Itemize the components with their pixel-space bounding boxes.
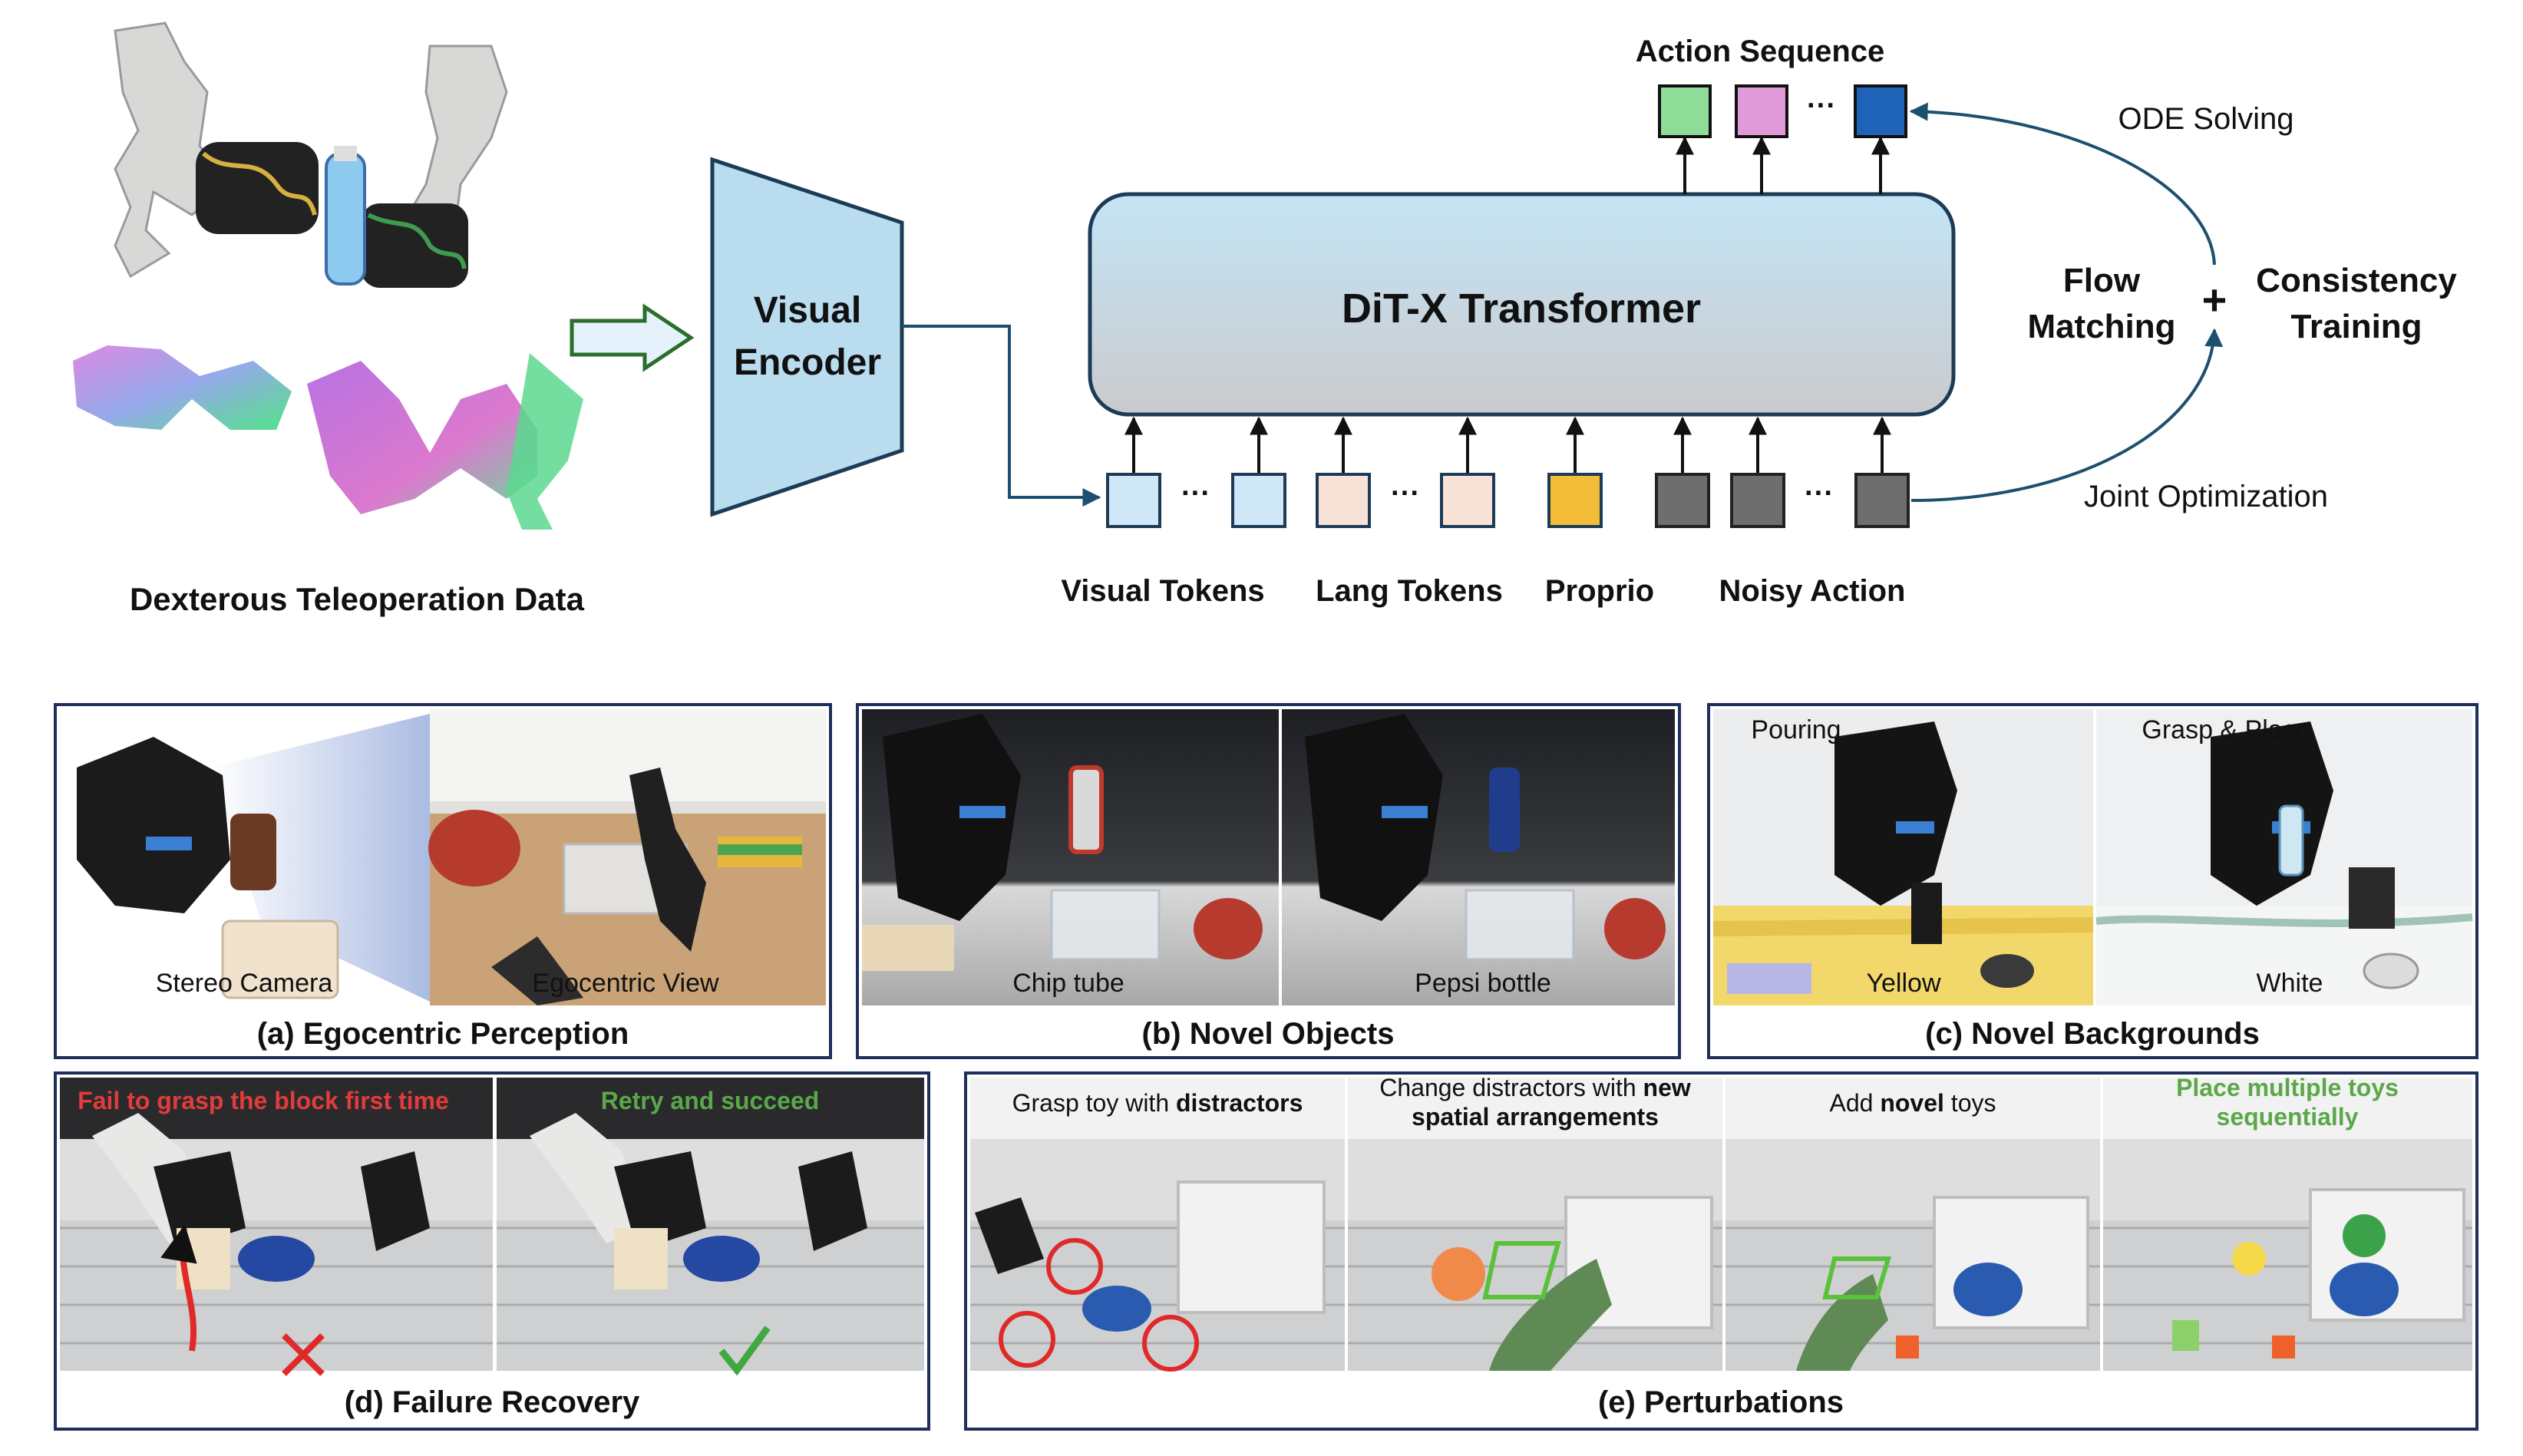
action-token-pink xyxy=(1735,84,1788,138)
teleop-caption: Dexterous Teleoperation Data xyxy=(130,581,585,617)
action-ellipsis: ··· xyxy=(1807,90,1836,122)
panel-e-label-arrangements-new: new xyxy=(1643,1074,1691,1101)
panel-novel-backgrounds: Pouring Grasp & Place Yellow White (c) N… xyxy=(1707,703,2478,1059)
panel-d-label-fail: Fail to grasp the block first time xyxy=(78,1087,449,1114)
visual-tokens-ellipsis: ··· xyxy=(1181,477,1210,510)
joint-optimization-arrow xyxy=(1910,328,2224,502)
panel-e-label-novel-post: toys xyxy=(1944,1089,1996,1117)
panel-d-image-fail xyxy=(60,1078,493,1376)
action-sequence-label: Action Sequence xyxy=(1636,35,1885,68)
encoder-to-tokens-arrow xyxy=(902,325,1101,507)
panel-perturbations: Grasp toy with distractors Change distra… xyxy=(964,1071,2478,1431)
flow-matching-label-line1: Flow xyxy=(2063,262,2141,299)
consistency-training-label-line1: Consistency xyxy=(2256,262,2457,299)
panel-e-label-arrangements-line1: Change distractors with new xyxy=(1379,1074,1691,1101)
panel-e-label-multiple-line2: sequentially xyxy=(2217,1103,2359,1131)
panel-c-label-grasp-place: Grasp & Place xyxy=(2142,715,2310,745)
data-to-encoder-arrow xyxy=(570,303,695,372)
panel-e-label-novel-pre: Add xyxy=(1830,1089,1881,1117)
lang-tokens-ellipsis: ··· xyxy=(1391,477,1420,510)
panel-e-image-multiple-toys xyxy=(2103,1078,2472,1371)
proprio-token xyxy=(1547,416,1603,528)
token-group-label-noisy: Noisy Action xyxy=(1719,574,1906,608)
panel-e-label-arrangements-line2: spatial arrangements xyxy=(1412,1103,1659,1131)
panel-b-image-chip-tube xyxy=(862,709,1279,1005)
ode-solving-arrow xyxy=(1909,102,2216,266)
noisy-action-tokens: ··· xyxy=(1655,416,1910,528)
panel-b-caption: (b) Novel Objects xyxy=(1142,1017,1395,1051)
panel-d-image-success xyxy=(497,1078,924,1376)
panel-a-caption: (a) Egocentric Perception xyxy=(257,1017,629,1051)
ode-solving-label: ODE Solving xyxy=(2118,102,2294,136)
panel-e-image-new-arrangements xyxy=(1348,1078,1722,1371)
flow-matching-label-line2: Matching xyxy=(2027,308,2175,345)
plus-sign: + xyxy=(2202,276,2227,324)
visual-encoder: Visual Encoder xyxy=(710,157,904,517)
visual-tokens: ··· xyxy=(1106,416,1286,528)
consistency-training-label-line2: Training xyxy=(2290,308,2422,345)
noisy-tokens-ellipsis: ··· xyxy=(1805,477,1834,510)
panel-c-label-yellow: Yellow xyxy=(1866,969,1940,998)
pipeline: Dexterous Teleoperation Data Visual Enco… xyxy=(73,21,2457,617)
panel-egocentric-perception: Stereo Camera Egocentric View (a) Egocen… xyxy=(54,703,832,1059)
panel-e-label-distractors: Grasp toy with distractors xyxy=(1012,1089,1303,1117)
panel-a-label-egocentric-view: Egocentric View xyxy=(532,969,719,998)
panel-e-label-novel-toys: Add novel toys xyxy=(1830,1089,1996,1117)
panel-e-label-distractors-pre: Grasp toy with xyxy=(1012,1089,1176,1117)
token-group-label-proprio: Proprio xyxy=(1545,574,1654,608)
panel-e-label-multiple-line1: Place multiple toys xyxy=(2176,1074,2399,1101)
panel-c-label-white: White xyxy=(2257,969,2323,998)
robot-arms-illustration xyxy=(114,21,508,288)
action-tokens: ··· xyxy=(1658,84,1907,194)
visual-encoder-label-line2: Encoder xyxy=(734,342,881,383)
transformer-label: DiT-X Transformer xyxy=(1342,286,1701,332)
panel-e-caption: (e) Perturbations xyxy=(1598,1385,1844,1419)
panel-d-label-success: Retry and succeed xyxy=(601,1087,820,1114)
input-tokens: ··· ··· ··· xyxy=(1106,416,1910,528)
token-group-label-lang: Lang Tokens xyxy=(1316,574,1503,608)
panel-e-label-novel-bold: novel xyxy=(1880,1089,1944,1117)
panel-failure-recovery: Fail to grasp the block first time Retry… xyxy=(54,1071,930,1431)
panel-b-label-pepsi-bottle: Pepsi bottle xyxy=(1415,969,1551,998)
lang-tokens: ··· xyxy=(1316,416,1495,528)
panel-b-label-chip-tube: Chip tube xyxy=(1012,969,1124,998)
token-group-label-visual: Visual Tokens xyxy=(1061,574,1264,608)
panel-e-image-novel-toys xyxy=(1725,1078,2100,1371)
panel-novel-objects: Chip tube Pepsi bottle (b) Novel Objects xyxy=(856,703,1681,1059)
panel-e-label-distractors-bold: distractors xyxy=(1176,1089,1303,1117)
panel-d-caption: (d) Failure Recovery xyxy=(345,1385,640,1419)
joint-optimization-label: Joint Optimization xyxy=(2084,480,2328,513)
panel-c-label-pouring: Pouring xyxy=(1751,715,1841,745)
panel-a-image-egocentric-view xyxy=(428,709,826,1005)
panel-e-image-distractors xyxy=(970,1078,1345,1372)
point-cloud-illustration xyxy=(73,345,583,530)
panel-e-label-arrangements-pre: Change distractors with xyxy=(1379,1074,1643,1101)
panel-c-caption: (c) Novel Backgrounds xyxy=(1925,1017,2260,1051)
panel-a-image-stereo-camera xyxy=(60,709,430,1005)
action-token-blue xyxy=(1854,84,1907,138)
panel-c-image-yellow xyxy=(1713,709,2093,1005)
action-token-green xyxy=(1658,84,1712,138)
panel-b-image-pepsi-bottle xyxy=(1282,709,1675,1005)
panel-a-label-stereo-camera: Stereo Camera xyxy=(156,969,333,998)
panel-c-image-white xyxy=(2095,709,2473,1005)
visual-encoder-label-line1: Visual xyxy=(754,290,862,331)
dit-x-transformer: DiT-X Transformer xyxy=(1088,192,1956,417)
